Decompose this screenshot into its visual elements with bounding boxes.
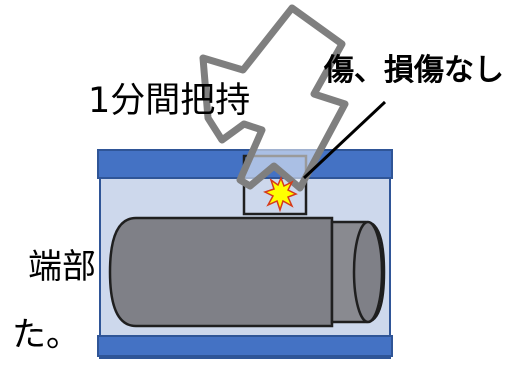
hold-duration-label: 1分間把持: [88, 81, 251, 121]
cylinder-body: [108, 216, 334, 328]
pipe-bottom-rail: [97, 335, 393, 357]
cylinder-end-face: [352, 220, 384, 324]
impact-star-icon: [263, 175, 298, 213]
hand-icon: [199, 4, 349, 192]
left-text-line-2: た。: [12, 315, 80, 355]
result-label: 傷、損傷なし: [324, 53, 504, 88]
leader-line: [302, 100, 387, 180]
left-text-line-1: 端部: [28, 247, 96, 287]
